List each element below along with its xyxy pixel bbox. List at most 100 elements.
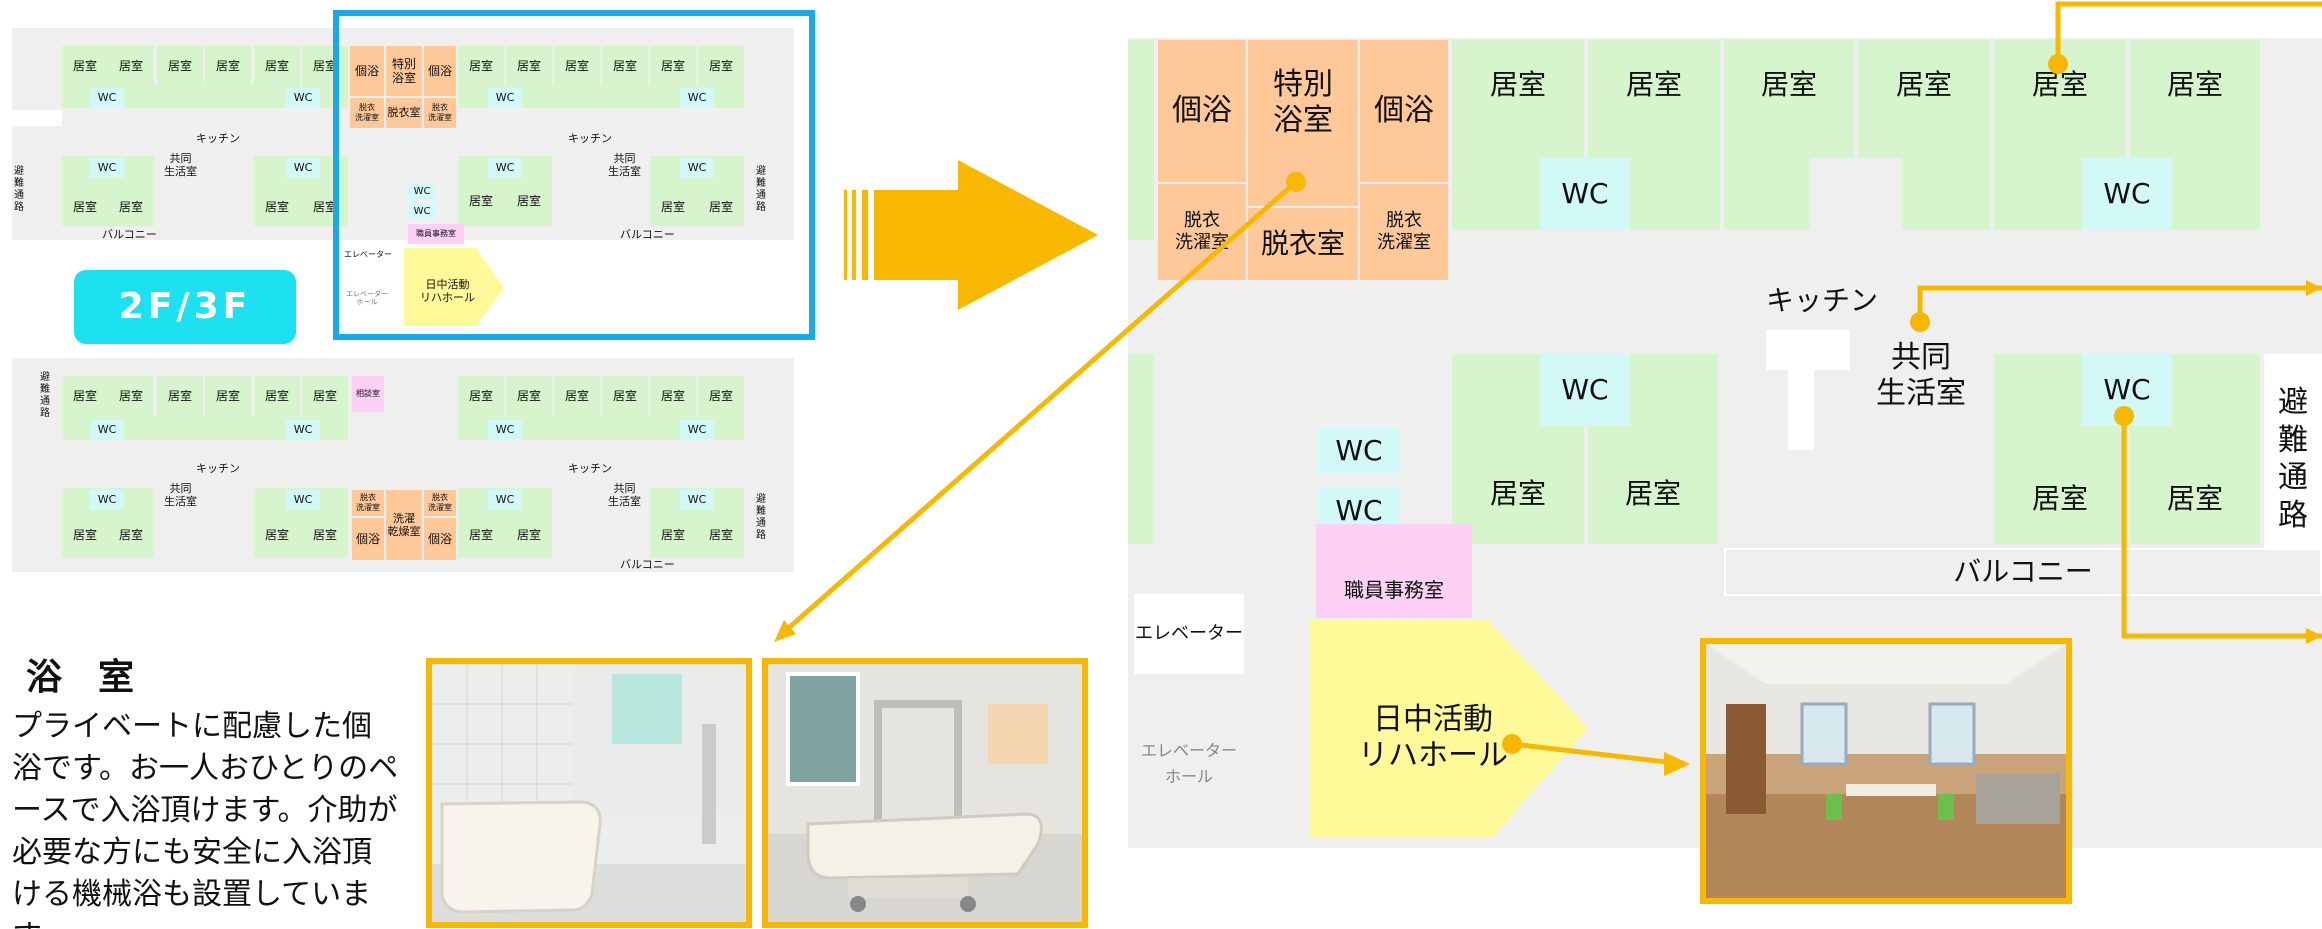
mini-datsui: 脱衣 洗濯室 (424, 98, 456, 128)
bathtub-icon (432, 664, 746, 922)
mini-wc: WC (286, 490, 320, 510)
day-hall-icon (1706, 644, 2066, 898)
photo-bath-machine (762, 658, 1088, 928)
mini-kitchen: キッチン (568, 132, 612, 145)
mini-room: 居室 (312, 527, 337, 542)
detail-edge-room (1128, 354, 1154, 544)
mini-evac: 避 難 通 路 (756, 166, 766, 213)
mini-wc: WC (488, 88, 522, 108)
mini-hall: 日中活動 リハホール (420, 278, 475, 305)
mini-common: 共同 生活室 (608, 482, 641, 509)
floor-badge: 2F/3F (74, 270, 296, 344)
mini-evac: 避 難 通 路 (40, 372, 50, 419)
mini-room: 居室 (264, 199, 289, 214)
mini-wc: WC (90, 420, 124, 440)
mini-room: 居室 (264, 527, 289, 542)
mini-room: 居室 (660, 199, 685, 214)
detail-common: 共同 生活室 (1876, 340, 1966, 411)
detail-room: 居室 (2130, 40, 2260, 230)
mini-hall-shape (404, 248, 504, 326)
mini-room: 居室 (650, 46, 696, 86)
mini-wall (12, 110, 62, 126)
mini-tokubetsu: 特別 浴室 (386, 46, 422, 96)
mini-room: 居室 (468, 527, 493, 542)
photo-hall (1700, 638, 2072, 904)
mini-room: 居室 (468, 193, 493, 208)
mini-room: 居室 (506, 376, 552, 416)
detail-room: 居室 (1724, 40, 1854, 230)
detail-elevator: エレベーター (1134, 594, 1244, 674)
mini-room-strip (62, 86, 348, 108)
mini-room: 居室 (458, 376, 504, 416)
detail-counter (1766, 330, 1850, 370)
highlight-box (333, 10, 815, 340)
mini-wc: WC (90, 158, 124, 178)
mini-wc: WC (286, 158, 320, 178)
machine-bath-icon (768, 664, 1082, 922)
mini-wc: WC (680, 420, 714, 440)
mini-datsui: 脱衣 洗濯室 (350, 98, 384, 128)
mini-room: 居室 (157, 376, 203, 416)
mini-room: 居室 (708, 199, 733, 214)
mini-elevator: エレベーター (344, 250, 392, 259)
detail-edge-room (1128, 40, 1154, 240)
detail-balcony: バルコニー (1724, 548, 2322, 596)
mini-room: 居室 (302, 46, 348, 86)
mini-room: 居室 (62, 46, 108, 86)
mini-datsui: 脱衣 洗濯室 (424, 490, 456, 516)
mini-wc: WC (680, 158, 714, 178)
mini-room: 居室 (602, 46, 648, 86)
mini-wc: WC (286, 88, 320, 108)
mini-evac: 避 難 通 路 (14, 166, 24, 213)
mini-datsuishitsu: 脱衣室 (386, 98, 422, 128)
mini-evac: 避 難 通 路 (756, 494, 766, 541)
detail-kojoku-left: 個浴 (1158, 40, 1246, 182)
mini-kojoku: 個浴 (352, 518, 384, 560)
bath-description: プライベートに配慮した個浴です。お一人おひとりのペースで入浴頂けます。介助が必要… (12, 709, 399, 929)
mini-wc: WC (680, 88, 714, 108)
detail-gap (1810, 158, 1902, 230)
mini-common: 共同 生活室 (164, 482, 197, 509)
photo-bath-private (426, 658, 752, 928)
mini-room: 居室 (506, 46, 552, 86)
mini-wc: WC (680, 490, 714, 510)
mini-kitchen: キッチン (568, 462, 612, 475)
mini-common: 共同 生活室 (608, 152, 641, 179)
detail-datsui-right: 脱衣 洗濯室 (1360, 184, 1448, 280)
mini-room: 居室 (157, 46, 203, 86)
detail-counter (1788, 370, 1814, 450)
detail-kojoku-right: 個浴 (1360, 40, 1448, 182)
mini-room: 居室 (205, 46, 251, 86)
mini-kojoku: 個浴 (350, 46, 384, 96)
mini-balcony: バルコニー (102, 228, 157, 241)
mini-room: 居室 (698, 376, 744, 416)
mini-room: 居室 (708, 527, 733, 542)
detail-hall: 日中活動 リハホール (1358, 702, 1508, 773)
mini-room: 居室 (554, 46, 600, 86)
detail-wc: WC (1540, 158, 1630, 230)
mini-wc: WC (488, 490, 522, 510)
mini-room: 居室 (458, 46, 504, 86)
mini-wc: WC (408, 184, 436, 200)
mini-room: 居室 (254, 376, 300, 416)
mini-staff: 職員事務室 (408, 224, 464, 244)
mini-sentaku: 洗濯 乾燥室 (386, 490, 422, 560)
mini-wc: WC (488, 158, 522, 178)
mini-room: 居室 (516, 193, 541, 208)
mini-room: 居室 (108, 46, 154, 86)
detail-kitchen: キッチン (1766, 284, 1879, 317)
detail-staff: 職員事務室 (1316, 524, 1472, 618)
detail-wc: WC (1318, 428, 1400, 474)
detail-room: 居室 (1452, 40, 1584, 230)
detail-wc: WC (2082, 158, 2172, 230)
mini-room: 居室 (254, 46, 300, 86)
mini-room: 居室 (72, 199, 97, 214)
mini-elev-hall: エレベーター ホール (346, 290, 388, 307)
mini-kojoku: 個浴 (424, 46, 456, 96)
mini-room: 居室 (118, 199, 143, 214)
mini-datsui: 脱衣 洗濯室 (352, 490, 384, 516)
mini-kitchen: キッチン (196, 132, 240, 145)
bath-title: 浴 室 (26, 657, 135, 698)
mini-room: 居室 (108, 376, 154, 416)
